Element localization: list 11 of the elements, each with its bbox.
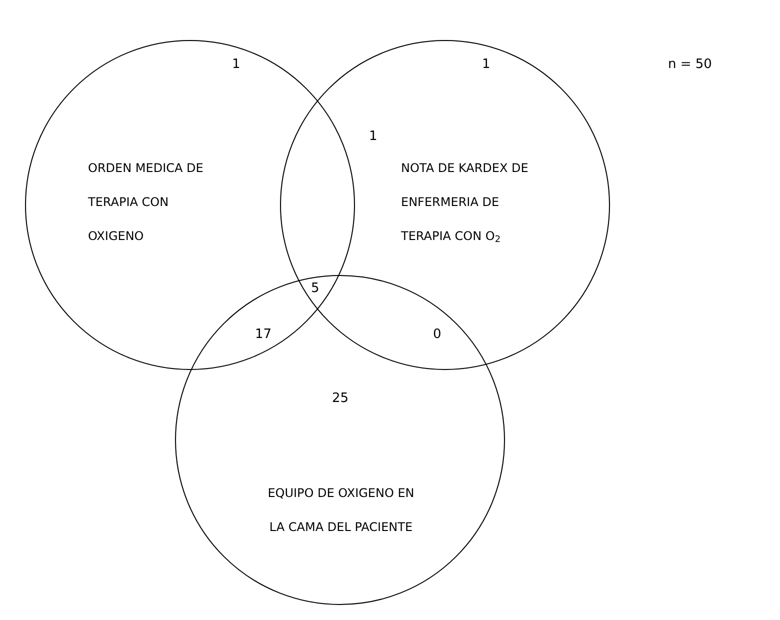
count-label: 25 (332, 392, 349, 405)
set-label: NOTA DE KARDEX DE ENFERMERIA DE TERAPIA CON O$_{2}$ (401, 160, 530, 248)
set-label: ORDEN MEDICA DE TERAPIA CON OXIGENO (88, 160, 204, 245)
count-label: 1 (482, 58, 490, 71)
count-label: 0 (433, 328, 442, 341)
count-label: 17 (255, 328, 272, 341)
count-label: 5 (311, 282, 320, 295)
count-label: 1 (369, 130, 378, 143)
sample-size-label: n = 50 (668, 58, 712, 71)
set-label: EQUIPO DE OXIGENO EN LA CAMA DEL PACIENTE (266, 485, 416, 536)
count-label: 1 (232, 58, 240, 71)
